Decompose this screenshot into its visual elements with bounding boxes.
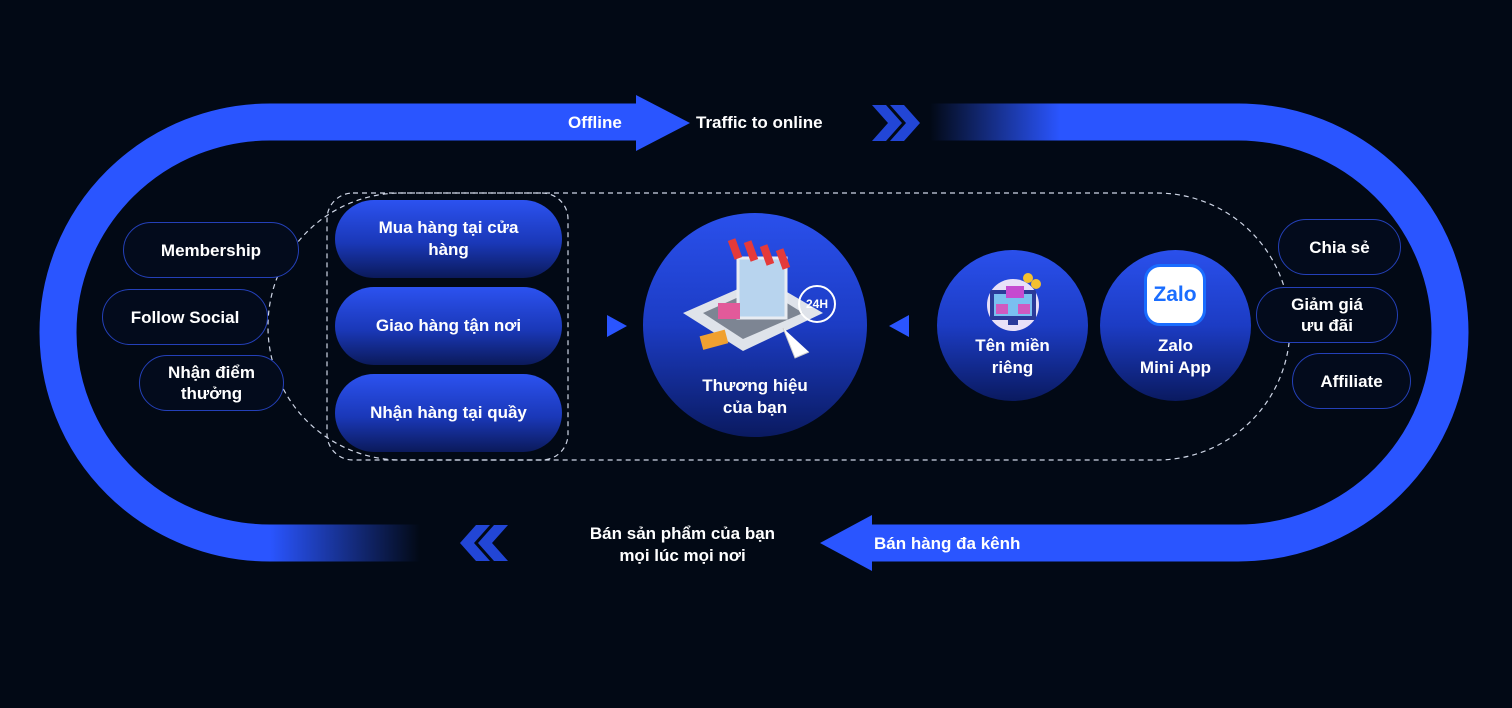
chevrons-left-icon	[460, 525, 508, 561]
domain-illustration-icon	[987, 273, 1041, 331]
zalo-logo-icon: Zalo	[1144, 264, 1206, 326]
benefit-discount: Giảm giá ưu đãi	[1256, 287, 1398, 343]
custom-domain-label-line2: riêng	[991, 358, 1034, 377]
offline-label: Offline	[568, 113, 622, 132]
zalo-label-line1: Zalo	[1158, 336, 1193, 355]
custom-domain-circle: Tên miền riêng	[937, 250, 1088, 401]
brand-circle: 24H Thương hiệu của bạn	[643, 213, 867, 437]
traffic-to-online-label: Traffic to online	[696, 113, 823, 132]
sell-anywhere-line1: Bán sản phẩm của bạn	[589, 524, 776, 543]
sell-anywhere-label: Bán sản phẩm của bạn mọi lúc mọi nơi	[560, 523, 805, 567]
triangle-left-icon	[889, 315, 909, 337]
dashed-offline-box	[326, 192, 569, 461]
loop-track-left	[39, 103, 640, 562]
loop-track-right	[868, 103, 1469, 562]
benefit-reward-points: Nhận điểm thưởng	[139, 355, 284, 411]
sell-anywhere-line2: mọi lúc mọi nơi	[619, 546, 746, 565]
24h-badge: 24H	[798, 285, 836, 323]
benefit-membership: Membership	[123, 222, 299, 278]
brand-label-line1: Thương hiệu	[702, 376, 808, 395]
arrow-right-head	[636, 95, 690, 151]
zalo-mini-app-circle: Zalo Zalo Mini App	[1100, 250, 1251, 401]
channel-counter-pickup: Nhận hàng tại quầy	[335, 374, 562, 452]
custom-domain-label-line1: Tên miền	[975, 336, 1050, 355]
zalo-label-line2: Mini App	[1139, 358, 1212, 377]
brand-label-line2: của bạn	[722, 398, 788, 417]
chevrons-right-icon	[872, 105, 920, 141]
multichannel-sales-label: Bán hàng đa kênh	[874, 534, 1021, 553]
benefit-follow-social: Follow Social	[102, 289, 268, 345]
benefit-affiliate: Affiliate	[1292, 353, 1411, 409]
arrow-left-head	[820, 515, 872, 571]
channel-in-store: Mua hàng tại cửa hàng	[335, 200, 562, 278]
triangle-right-icon	[607, 315, 627, 337]
channel-home-delivery: Giao hàng tận nơi	[335, 287, 562, 365]
benefit-share: Chia sẻ	[1278, 219, 1401, 275]
online-store-illustration	[683, 238, 823, 359]
